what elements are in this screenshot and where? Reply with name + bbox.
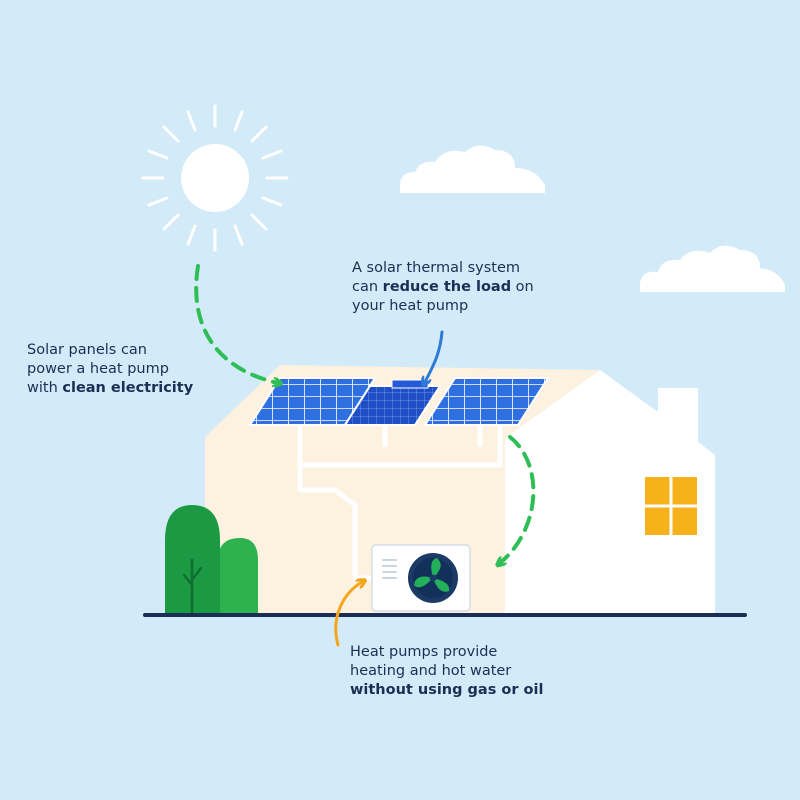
caption-text: can [352,279,383,295]
heat-pump-caption: Heat pumps provide heating and hot water… [350,643,543,700]
solar-panel-right [423,377,550,426]
caption-line: can reduce the load on [352,278,534,297]
arrow-roof-to-heat-pump [500,435,536,563]
caption-line: without using gas or oil [350,681,543,700]
solar-panels-caption: Solar panels can power a heat pump with … [27,341,193,398]
caption-text: on [511,279,534,295]
fan-icon [408,553,458,603]
heat-pump-unit [371,544,471,612]
solar-thermal-caption: A solar thermal system can reduce the lo… [352,259,534,316]
caption-line: Heat pumps provide [350,644,498,660]
caption-line: with clean electricity [27,379,193,398]
window-icon [645,477,697,535]
sun-icon [141,104,289,252]
caption-line: Solar panels can [27,342,148,358]
cloud-icon [400,145,545,193]
tree-icon [165,505,258,617]
caption-line: heating and hot water [350,663,512,679]
caption-emphasis: clean electricity [62,380,194,396]
arrow-sun-to-panels [194,264,278,383]
caption-line: power a heat pump [27,361,169,377]
caption-text: with [27,380,63,396]
caption-line: A solar thermal system [352,260,521,276]
arrow-label-to-heat-pump [334,582,362,647]
caption-emphasis: without using gas or oil [350,682,544,698]
house-side-wall [505,370,715,615]
cloud-icon [640,245,785,292]
caption-line: your heat pump [352,298,469,314]
arrow-label-to-thermal [425,330,444,382]
caption-emphasis: reduce the load [382,279,512,295]
solar-thermal-header [391,379,429,389]
